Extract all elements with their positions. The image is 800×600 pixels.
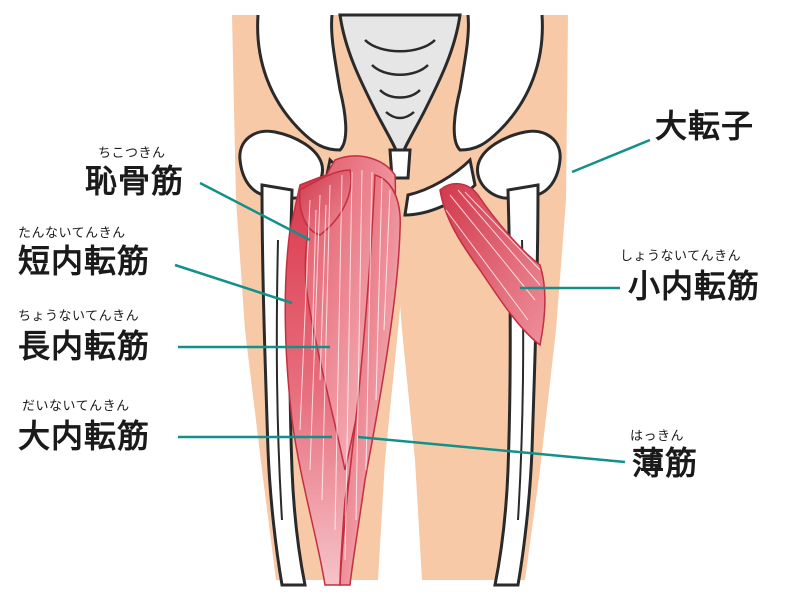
leader-pectineus (199, 181, 311, 242)
leader-greater-trochanter (571, 138, 651, 174)
leader-gracilis (357, 435, 626, 464)
pectineus-ruby: ちこつきん (98, 146, 166, 161)
right-femur-head (476, 129, 562, 200)
adductor-magnus-label: 大内転筋 (18, 417, 151, 455)
left-femur-line (275, 239, 283, 521)
adductor-minimus-ruby: しょうないてんきん (620, 249, 742, 264)
gracilis-ruby: はっきん (630, 429, 685, 444)
adductor-minimus-fibers (445, 189, 541, 321)
left-femur-head (238, 129, 324, 200)
sacrum-ridges (364, 39, 436, 120)
pectineus-muscle (299, 169, 352, 236)
pectineus-label: 恥骨筋 (85, 162, 185, 200)
leader-adductor-brevis (174, 263, 293, 305)
adductor-magnus-ruby: だいないてんきん (22, 399, 130, 414)
adductor-minimus-muscle (439, 183, 546, 347)
leader-lines (174, 138, 651, 464)
greater-trochanter-label: 大転子 (655, 107, 755, 145)
right-ilium (452, 14, 544, 152)
pelvis (256, 13, 544, 217)
adductor-longus-label: 長内転筋 (18, 327, 151, 365)
adductor-brevis-ruby: たんないてんきん (18, 226, 126, 241)
adductor-minimus-label: 小内転筋 (628, 267, 761, 305)
adductor-longus-ruby: ちょうないてんきん (18, 309, 140, 324)
left-adductors (284, 155, 401, 586)
adductor-brevis-label: 短内転筋 (18, 242, 151, 280)
coccyx (388, 148, 412, 180)
right-adductor (439, 183, 546, 347)
left-ilium (256, 14, 348, 152)
muscle-fibers (299, 169, 391, 561)
gracilis-label: 薄筋 (632, 444, 699, 482)
gracilis-muscle (339, 174, 401, 586)
